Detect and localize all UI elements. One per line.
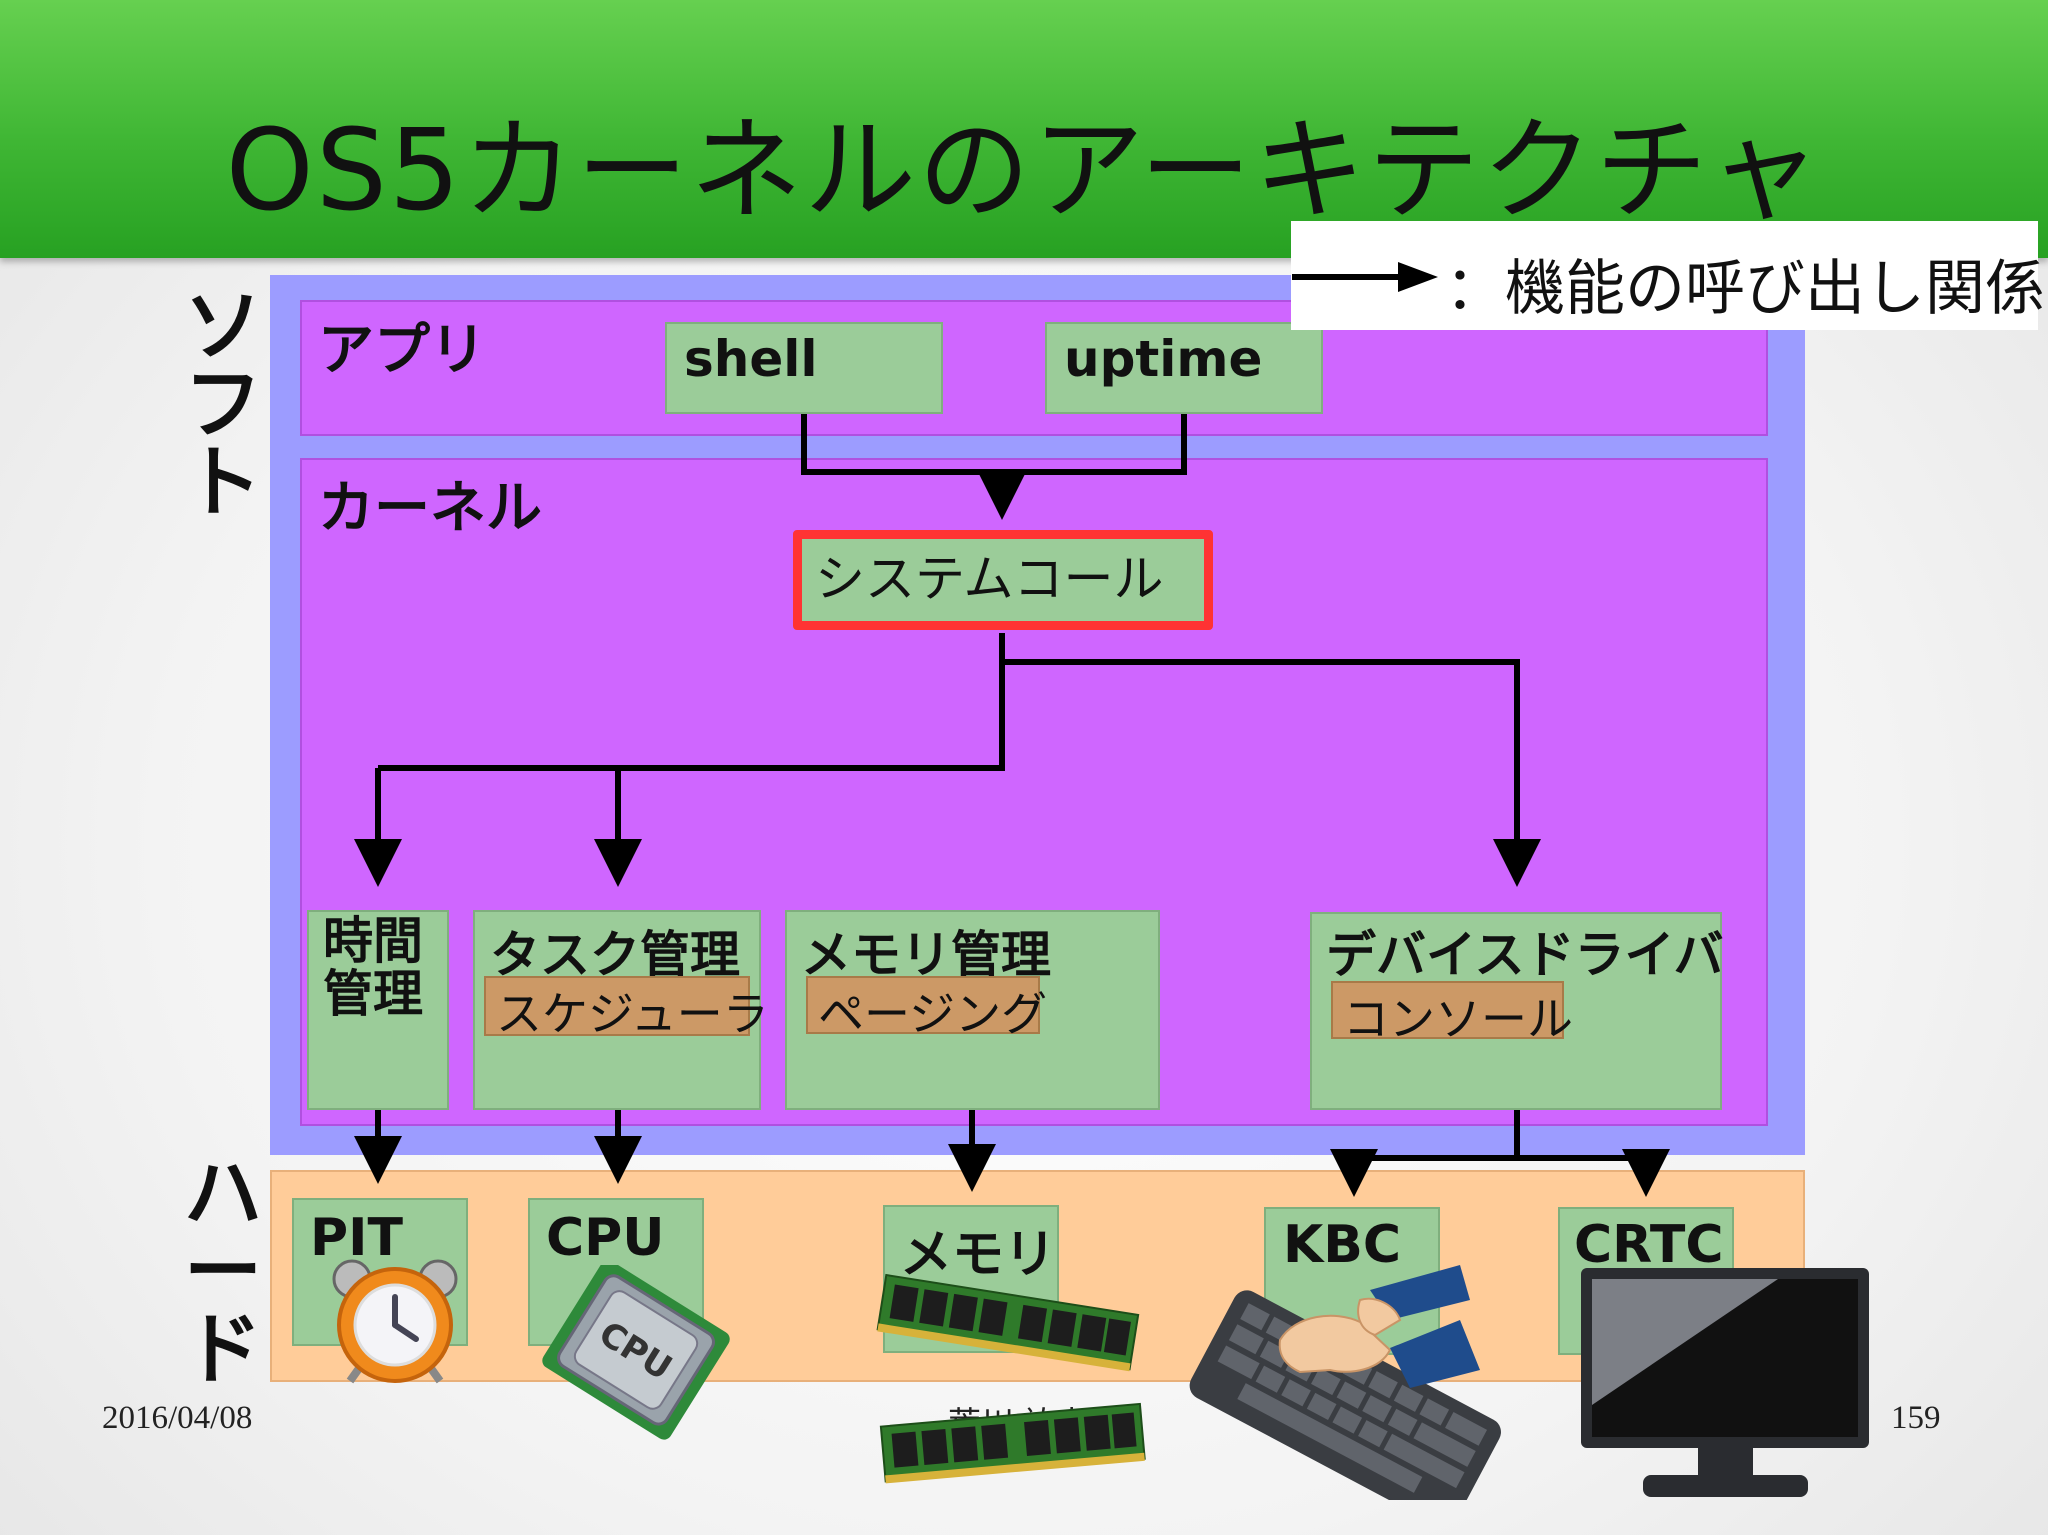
time-module-label: 時間 管理 xyxy=(323,912,423,1023)
footer-page-number: 159 xyxy=(1891,1400,1941,1436)
task-module-label: タスク管理 xyxy=(490,926,740,984)
syscall-branch-right xyxy=(1002,659,1541,887)
memory-module-icon-2 xyxy=(879,1402,1146,1484)
memory-module-icon xyxy=(876,1273,1140,1372)
device-driver-label: デバイスドライバ xyxy=(1326,926,1724,984)
legend-arrow-icon xyxy=(1292,262,1438,292)
cpu-label: CPU xyxy=(546,1208,665,1268)
syscall-branch-left xyxy=(378,633,1005,771)
scheduler-label: スケジューラ xyxy=(484,976,769,1041)
syscall-box xyxy=(793,530,1213,630)
time-module-box xyxy=(307,910,449,1110)
memory-module-label: メモリ管理 xyxy=(801,926,1051,984)
slide-title: OS5カーネルのアーキテクチャ xyxy=(225,106,1823,236)
syscall-label: システムコール xyxy=(815,550,1164,608)
legend-text: ：機能の呼び出し関係 xyxy=(1445,254,2045,324)
hardware-side-label: ハ ー ド xyxy=(183,1149,262,1395)
driver-branch xyxy=(1354,1110,1520,1161)
app-layer-label: アプリ xyxy=(318,318,486,383)
shell-box xyxy=(665,322,943,414)
memory-hw-label: メモリ xyxy=(900,1225,1057,1285)
shell-to-syscall-line xyxy=(801,414,1002,475)
alarm-clock-icon xyxy=(332,1259,458,1384)
title-bar xyxy=(0,0,2048,258)
paging-label: ページング xyxy=(806,976,1047,1041)
monitor-icon xyxy=(1581,1268,1869,1497)
uptime-label: uptime xyxy=(1064,330,1263,388)
pit-label: PIT xyxy=(310,1208,403,1268)
uptime-to-syscall-line xyxy=(1002,414,1187,475)
shell-label: shell xyxy=(684,330,818,388)
uptime-box xyxy=(1045,322,1323,414)
footer-date: 2016/04/08 xyxy=(102,1400,253,1436)
console-label: コンソール xyxy=(1331,981,1573,1046)
crtc-label: CRTC xyxy=(1574,1215,1724,1275)
kernel-layer-label: カーネル xyxy=(318,476,542,541)
software-side-label: ソ フ ト xyxy=(183,282,262,528)
kbc-label: KBC xyxy=(1283,1215,1402,1275)
keyboard-typing-icon xyxy=(1189,1265,1501,1500)
cpu-chip-icon: CPU xyxy=(542,1265,730,1440)
